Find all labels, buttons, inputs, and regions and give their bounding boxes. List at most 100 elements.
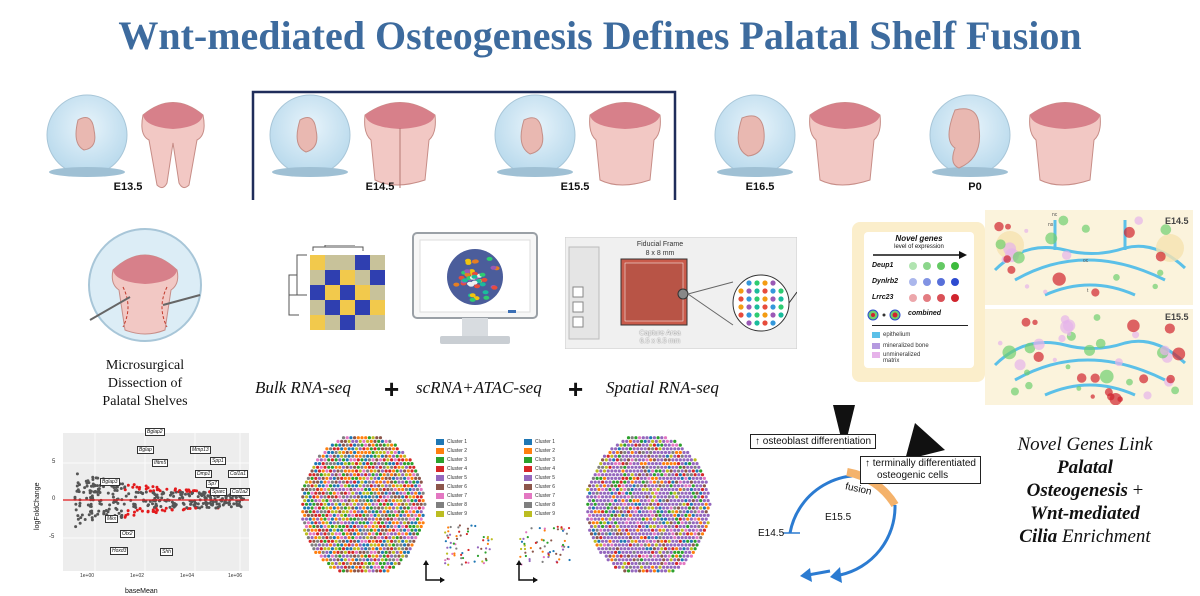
cluster-spot [675,502,679,506]
cluster-spot [412,532,416,536]
cluster-spot [378,532,383,536]
cluster-spot [325,558,329,562]
cluster-spot [343,521,347,525]
cluster-spot [656,554,660,558]
conclusion-line2: Palatal [1057,457,1113,478]
cluster-spot [388,447,392,451]
cluster-spot [345,532,349,536]
cluster-spot [601,524,605,529]
cluster-spot [360,561,364,566]
cluster-spot [595,543,599,547]
cluster-spot [614,454,618,458]
cluster-spot [658,550,662,554]
cluster-spot [669,550,673,554]
cluster-spot [380,484,384,488]
cluster-spot [623,502,627,506]
cluster-spot [388,558,392,562]
cluster-spot [626,502,631,506]
umap-point [452,542,455,545]
cluster-spot [419,502,423,506]
cluster-spot [356,539,360,543]
cluster-spot [408,517,412,521]
cluster-spot [403,491,407,495]
cluster-spot [682,473,686,477]
umap-point [487,539,490,542]
umap-dot [490,265,497,270]
cluster-spot [615,510,619,514]
cluster-spot [367,458,371,462]
cluster-spot [621,499,625,503]
cluster-spot [680,454,684,458]
cluster-spot [327,517,331,521]
umap-dot [461,278,468,283]
cluster-spot [329,484,333,488]
cluster-spot [638,502,642,506]
visium-dot [762,296,768,302]
cluster-spot [702,491,706,495]
cluster-spot [625,469,629,473]
heatmap-cell [340,315,355,330]
cluster-spot [382,539,386,543]
ma-point [189,502,193,506]
cluster-spot [334,510,338,514]
cluster-spot [358,558,362,562]
cluster-spot [619,561,623,566]
cluster-spot [676,447,681,451]
cluster-spot [675,450,679,455]
cluster-spot [325,454,329,458]
cluster-spot [378,561,383,566]
cluster-spot [316,510,320,514]
cluster-spot [593,480,597,484]
cluster-spot [391,543,396,547]
cluster-spot [595,499,599,503]
cluster-spot [303,499,307,503]
umap-dot [468,282,475,287]
cluster-spot [377,439,381,443]
spatial-dot [1143,391,1152,400]
umap-point [568,558,571,562]
cluster-spot [632,565,636,569]
cluster-spot [336,543,340,547]
cluster-spot [367,539,371,543]
cluster-spot [336,499,340,503]
cluster-spot [602,469,607,473]
cluster-spot [688,491,692,495]
cluster-spot [684,484,688,488]
cluster-spot [408,502,412,506]
spatial-dot [1081,224,1090,233]
spatial-dot [1021,317,1031,327]
cluster-spot [343,528,347,532]
ma-point [95,484,99,488]
cluster-spot [351,565,355,569]
cluster-spot [391,499,396,503]
cluster-spot [412,465,416,469]
cluster-spot [614,528,618,532]
cluster-spot [610,469,614,473]
cluster-spot [614,558,618,562]
ma-point [152,505,156,509]
ma-point [214,500,218,504]
cluster-spot [343,447,347,451]
cluster-spot [414,484,418,488]
cluster-spot [330,539,334,543]
cluster-spot [658,462,662,466]
cluster-spot [676,469,681,473]
cluster-spot [626,510,631,514]
cluster-spot [623,510,627,514]
cluster-spot [660,510,664,514]
umap-point [453,554,456,557]
cluster-spot [656,539,660,543]
cluster-spot [406,484,410,488]
cluster-spot [673,476,677,480]
cluster-spot [651,558,655,562]
cluster-spot [397,465,401,469]
cluster-spot [312,510,316,514]
cluster-spot [384,565,388,569]
cluster-spot [323,465,327,469]
cluster-spot [599,513,603,517]
cluster-spot [608,450,612,455]
cluster-spot [358,439,362,443]
ma-point [134,495,138,499]
spatial-dot [1014,359,1026,371]
cluster-spot [660,450,664,455]
